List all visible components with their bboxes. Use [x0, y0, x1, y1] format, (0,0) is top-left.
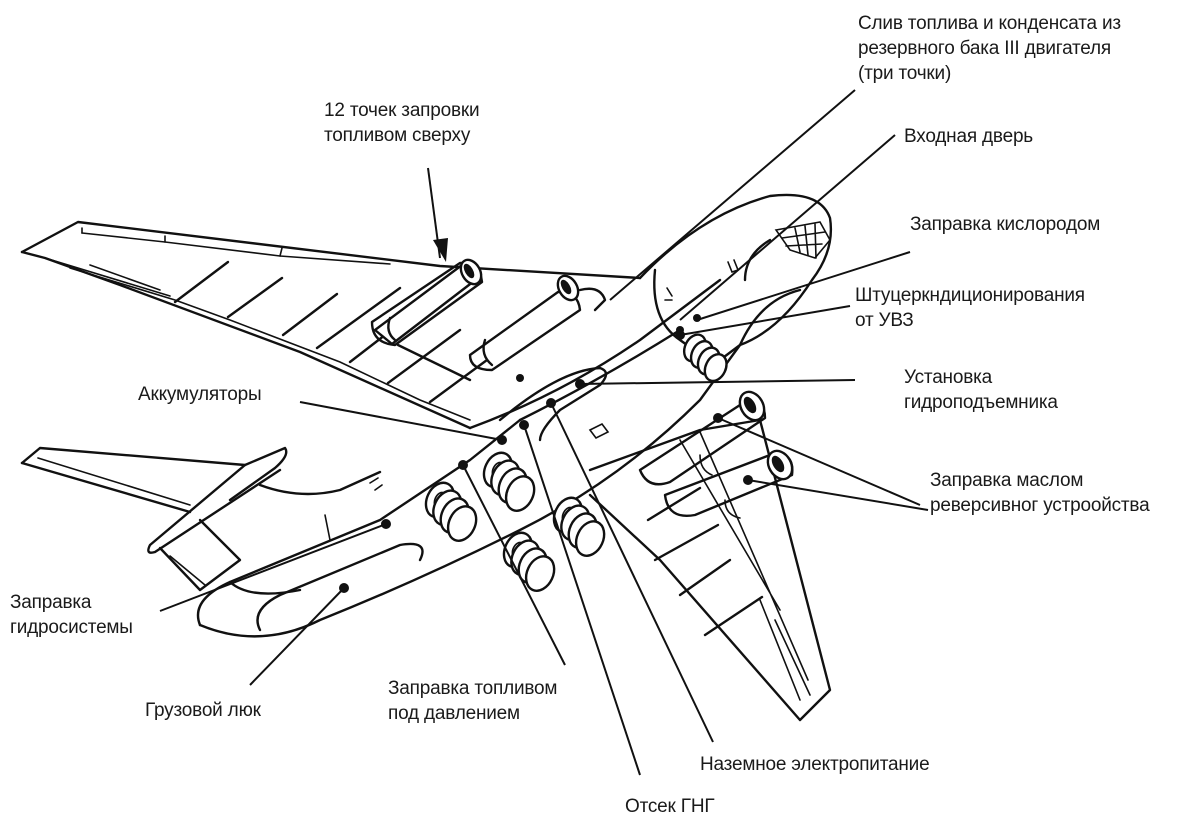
label-hydraulics: Заправка гидросистемы: [10, 590, 133, 640]
label-gng-bay: Отсек ГНГ: [625, 794, 715, 819]
leader-entry-door: [679, 134, 896, 321]
label-line: Установка: [904, 367, 993, 388]
arrow-head-icon: [433, 238, 448, 262]
label-line: топливом сверху: [324, 125, 471, 146]
right-wing: [588, 390, 832, 722]
label-line: Заправка: [10, 592, 92, 613]
left-wing: [20, 220, 642, 430]
leader-air-cond: [679, 305, 851, 336]
leader-gng-bay: [523, 424, 641, 776]
label-air-conditioning: Штуцеркндиционирования от УВЗ: [855, 283, 1085, 333]
leader-hydraulics: [159, 523, 387, 612]
label-line: Слив топлива и конденсата из: [858, 13, 1121, 34]
label-pressure-fuel: Заправка топливом под давлением: [388, 676, 557, 726]
label-batteries: Аккумуляторы: [138, 382, 262, 407]
label-line: Грузовой люк: [145, 700, 261, 721]
label-line: Отсек ГНГ: [625, 796, 715, 817]
label-line: Заправка маслом: [930, 470, 1084, 491]
leader-batteries: [299, 401, 503, 441]
nose-landing-gear: [682, 333, 728, 383]
label-line: Заправка топливом: [388, 678, 558, 699]
label-oil-reverser: Заправка маслом реверсивног устроойства: [930, 468, 1150, 518]
label-entry-door: Входная дверь: [904, 124, 1033, 149]
leader-hydro-lift: [579, 379, 856, 385]
label-line: Входная дверь: [904, 126, 1034, 147]
label-line: Заправка кислородом: [910, 214, 1101, 235]
leader-cargo-hatch: [249, 587, 345, 686]
label-cargo-hatch: Грузовой люк: [145, 698, 261, 723]
leader-pressure-fuel: [462, 464, 566, 666]
tail: [20, 446, 383, 592]
label-line: (три точки): [858, 63, 952, 84]
label-line: Аккумуляторы: [138, 384, 262, 405]
label-line: Наземное электропитание: [700, 754, 930, 775]
label-overwing-fuel: 12 точек запровки топливом сверху: [324, 98, 480, 148]
label-line: под давлением: [388, 703, 520, 724]
leader-oil-2: [747, 479, 929, 511]
label-line: Штуцеркндиционирования: [855, 285, 1085, 306]
label-line: от УВЗ: [855, 310, 914, 331]
nose-glazing: [774, 221, 831, 259]
label-ground-power: Наземное электропитание: [700, 752, 930, 777]
label-fuel-drain: Слив топлива и конденсата из резервного …: [858, 11, 1121, 86]
leader-ground-power: [550, 402, 714, 743]
label-line: 12 точек запровки: [324, 100, 480, 121]
leader-fuel-drain: [609, 89, 856, 301]
leader-oil-1: [717, 417, 921, 506]
label-line: гидроподъемника: [904, 392, 1058, 413]
leader-oxygen: [696, 251, 911, 321]
label-line: гидросистемы: [10, 617, 133, 638]
leader-lines: [159, 89, 929, 776]
label-oxygen: Заправка кислородом: [910, 212, 1100, 237]
main-landing-gear: [424, 451, 606, 592]
left-engines: [370, 258, 607, 372]
label-line: резервного бака III двигателя: [858, 38, 1112, 59]
label-hydraulic-lift: Установка гидроподъемника: [904, 365, 1058, 415]
label-line: реверсивног устроойства: [930, 495, 1150, 516]
